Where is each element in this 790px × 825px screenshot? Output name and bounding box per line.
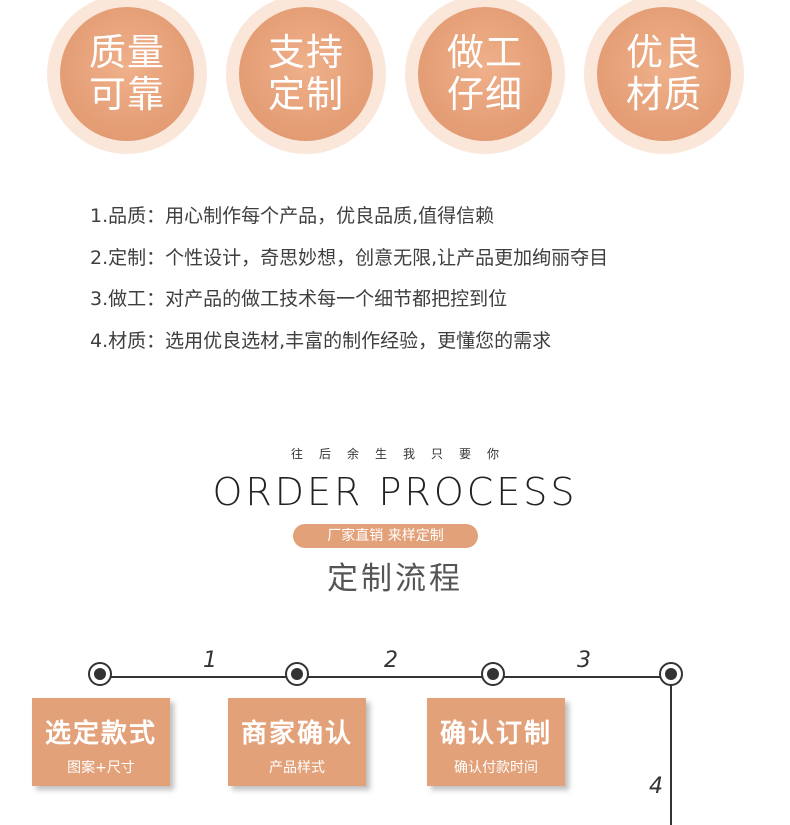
badge-line2: 可靠	[89, 73, 165, 116]
node-dot	[94, 668, 106, 680]
process-node	[285, 662, 309, 686]
process-line-horizontal	[100, 676, 672, 678]
node-dot	[291, 668, 303, 680]
step-card-select-style: 选定款式 图案+尺寸	[32, 698, 170, 786]
feature-badges: 质量 可靠 支持 定制 做工 仔细 优良 材质	[0, 0, 790, 160]
badge-quality: 质量 可靠	[47, 0, 207, 154]
badge-line1: 优良	[626, 31, 702, 74]
process-line-vertical	[670, 677, 672, 825]
step-number: 4	[649, 774, 663, 799]
feature-item: 3.做工：对产品的做工技术每一个细节都把控到位	[90, 288, 508, 310]
order-process-flow: 1 2 3 4 选定款式 图案+尺寸 商家确认 产品样式 确认订制 确认付款时间	[0, 640, 790, 825]
feature-item: 2.定制：个性设计，奇思妙想，创意无限,让产品更加绚丽夺目	[90, 246, 609, 269]
feature-item: 1.品质：用心制作每个产品，优良品质,值得信赖	[90, 205, 495, 227]
step-card-confirm-order: 确认订制 确认付款时间	[427, 698, 565, 786]
badge-line2: 定制	[268, 73, 344, 116]
step-title: 确认订制	[439, 719, 552, 749]
step-title: 商家确认	[240, 719, 353, 749]
feature-item: 4.材质：选用优良选材,丰富的制作经验，更懂您的需求	[90, 329, 552, 352]
section-title-en: ORDER PROCESS	[212, 470, 578, 514]
badge-line1: 做工	[447, 31, 523, 74]
step-subtitle: 产品样式	[269, 760, 325, 776]
step-number: 3	[577, 648, 591, 673]
badge-line1: 质量	[89, 31, 165, 74]
badge-line2: 材质	[626, 73, 702, 116]
step-subtitle: 确认付款时间	[454, 760, 538, 776]
process-node	[481, 662, 505, 686]
badge-material: 优良 材质	[584, 0, 744, 154]
feature-list: 1.品质：用心制作每个产品，优良品质,值得信赖 2.定制：个性设计，奇思妙想，创…	[90, 196, 608, 362]
badge-line1: 支持	[268, 31, 344, 74]
badge-craft: 做工 仔细	[405, 0, 565, 154]
process-node	[659, 662, 683, 686]
badge-custom: 支持 定制	[226, 0, 386, 154]
badge-line2: 仔细	[447, 73, 523, 116]
process-node	[88, 662, 112, 686]
step-title: 选定款式	[44, 719, 157, 749]
tagline: 往后余生我只要你	[290, 447, 515, 461]
step-subtitle: 图案+尺寸	[67, 760, 135, 776]
node-dot	[665, 668, 677, 680]
promo-pill: 厂家直销 来样定制	[293, 524, 478, 548]
node-dot	[487, 668, 499, 680]
step-card-merchant-confirm: 商家确认 产品样式	[228, 698, 366, 786]
step-number: 1	[203, 648, 217, 673]
step-number: 2	[384, 648, 398, 673]
section-title-cn: 定制流程	[327, 561, 463, 597]
